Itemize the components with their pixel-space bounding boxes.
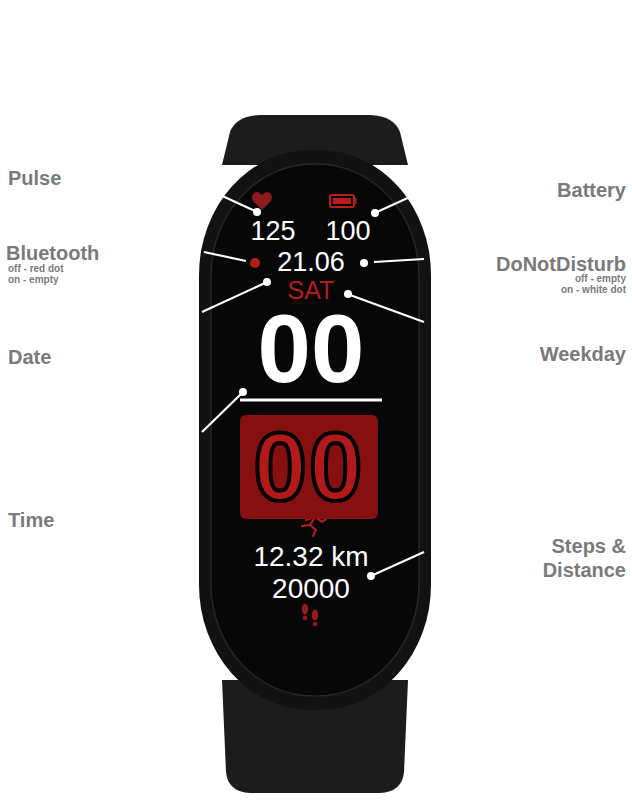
- dnd-dot: [360, 259, 368, 267]
- battery-icon: [330, 195, 354, 207]
- date-value: 21.06: [277, 248, 345, 278]
- screen: [211, 164, 419, 696]
- leader-lines: [202, 194, 424, 580]
- callout-note: on - white dot: [561, 284, 626, 295]
- callout-label: Time: [8, 509, 54, 531]
- minutes-box: 00: [240, 415, 378, 519]
- distance-value: 12.32 km: [253, 542, 368, 573]
- footprints-icon: [302, 604, 318, 627]
- watch-body: [199, 150, 431, 710]
- hours-value: 00: [258, 301, 365, 397]
- pulse-value: 125: [250, 217, 295, 247]
- callout-label: Battery: [557, 179, 626, 201]
- callout-label: DoNotDisturb: [496, 253, 626, 275]
- heart-icon: [252, 192, 272, 210]
- bluetooth-dot: [250, 258, 260, 268]
- callout-label: Date: [8, 346, 51, 368]
- battery-value: 100: [325, 217, 370, 247]
- minutes-value: 00: [254, 419, 365, 515]
- battery-tip: [354, 198, 357, 204]
- callout-label: Pulse: [8, 167, 61, 189]
- callout-note: off - red dot: [8, 263, 64, 274]
- callout-note: on - empty: [8, 274, 59, 285]
- battery-level: [333, 198, 351, 204]
- callout-label: Weekday: [540, 343, 626, 365]
- callout-label: Bluetooth: [6, 242, 99, 264]
- callout-label: Steps & Distance: [526, 534, 626, 582]
- callout-note: off - empty: [575, 273, 626, 284]
- separator: [240, 399, 382, 402]
- steps-value: 20000: [272, 574, 350, 605]
